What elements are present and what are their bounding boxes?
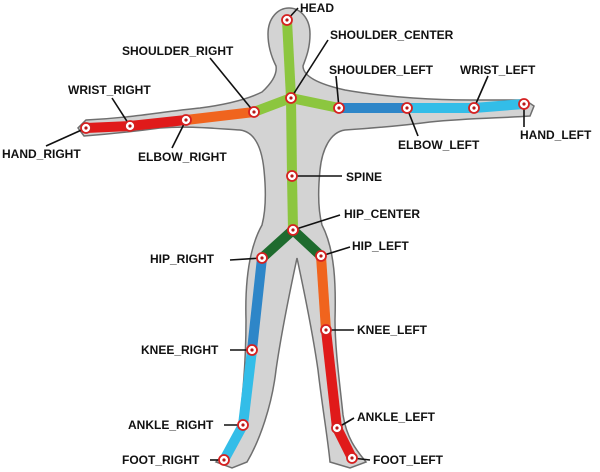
joint-ankle-left (331, 422, 343, 434)
bone-thigh-left (316, 255, 331, 331)
label-hand-right: HAND_RIGHT (2, 147, 81, 161)
label-elbow-right: ELBOW_RIGHT (138, 150, 227, 164)
bone-foot-right (219, 422, 248, 463)
bone-shin-right (238, 349, 257, 426)
joint-wrist-right (124, 120, 136, 132)
bone-spine-lower (287, 175, 298, 231)
label-knee-right: KNEE_RIGHT (141, 343, 219, 357)
joint-shoulder-left (333, 102, 345, 114)
leader-hand-right (45, 127, 87, 147)
bone-neck (282, 19, 296, 99)
label-ankle-left: ANKLE_LEFT (357, 410, 436, 424)
label-hip-left: HIP_LEFT (352, 239, 409, 253)
joint-labels: HEAD SHOULDER_CENTER SHOULDER_RIGHT SHOU… (2, 1, 592, 467)
joint-head (281, 14, 293, 26)
label-foot-left: FOOT_LEFT (373, 453, 444, 467)
leader-shoulder-center (290, 39, 329, 99)
label-knee-left: KNEE_LEFT (357, 323, 428, 337)
joint-hip-right (256, 252, 268, 264)
joint-elbow-left (401, 102, 413, 114)
joint-wrist-left (468, 102, 480, 114)
joints (80, 14, 530, 466)
leader-hip-center (292, 214, 341, 231)
bone-hand-left (473, 99, 525, 113)
bone-hand-right (85, 121, 131, 133)
bone-shoulder-left (289, 93, 341, 113)
label-shoulder-center: SHOULDER_CENTER (330, 28, 454, 42)
bone-spine-upper (286, 97, 297, 177)
bone-shin-left (321, 329, 342, 429)
label-wrist-right: WRIST_RIGHT (68, 83, 151, 97)
joint-hip-left (315, 250, 327, 262)
leader-shoulder-right (209, 57, 255, 113)
joint-foot-right (218, 454, 230, 466)
label-hip-center: HIP_CENTER (344, 207, 420, 221)
joint-knee-left (320, 324, 332, 336)
bone-hip-right (258, 226, 297, 262)
label-head: HEAD (300, 1, 334, 15)
joint-spine (286, 170, 298, 182)
label-shoulder-right: SHOULDER_RIGHT (122, 44, 234, 58)
bone-shoulder-right (252, 93, 293, 117)
bone-forearm-right (129, 115, 187, 131)
label-spine: SPINE (346, 170, 382, 184)
label-hip-right: HIP_RIGHT (150, 252, 215, 266)
joint-hip-center (287, 224, 299, 236)
label-hand-left: HAND_LEFT (520, 128, 592, 142)
label-shoulder-left: SHOULDER_LEFT (329, 63, 434, 77)
joint-hand-left (518, 98, 530, 110)
label-foot-right: FOOT_RIGHT (122, 453, 200, 467)
bone-thigh-right (247, 257, 267, 351)
bone-upper-arm-right (185, 107, 255, 125)
joint-knee-right (246, 344, 258, 356)
joint-shoulder-right (248, 106, 260, 118)
joint-hand-right (80, 122, 92, 134)
joint-elbow-right (180, 114, 192, 126)
label-elbow-left: ELBOW_LEFT (398, 138, 480, 152)
label-ankle-right: ANKLE_RIGHT (128, 418, 214, 432)
joint-foot-left (346, 452, 358, 464)
bones (85, 19, 525, 463)
joint-ankle-right (237, 419, 249, 431)
label-wrist-left: WRIST_LEFT (460, 63, 536, 77)
bone-hip-left (289, 226, 325, 260)
joint-shoulder-center (285, 92, 297, 104)
